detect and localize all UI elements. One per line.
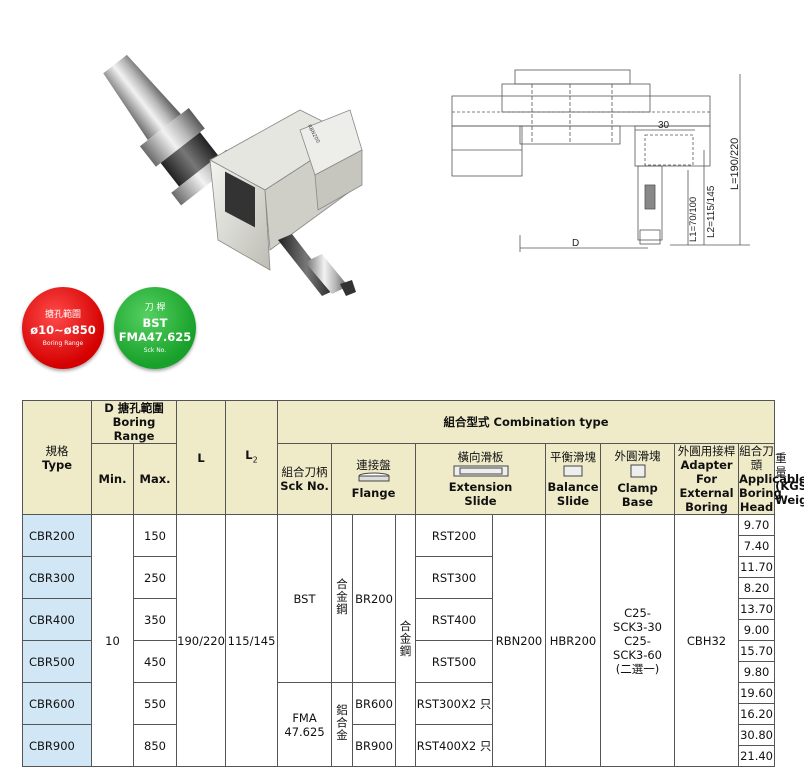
weight-cell: 9.00 bbox=[738, 619, 776, 641]
head-cell: CBH32 bbox=[674, 514, 740, 767]
weight-cell: 30.80 bbox=[738, 724, 776, 746]
boring-range-badge: 搪孔範圍 ø10~ø850 Boring Range bbox=[22, 287, 104, 369]
header-min: Min. bbox=[91, 443, 134, 515]
sck-fma-material: 鋁合金 bbox=[331, 682, 354, 767]
weight-cell: 16.20 bbox=[738, 703, 776, 725]
extension-slide-icon bbox=[453, 465, 509, 477]
type-cell: CBR200 bbox=[22, 514, 92, 557]
dim-l: L=190/220 bbox=[729, 138, 741, 190]
flange-icon bbox=[358, 472, 390, 482]
max-cell: 350 bbox=[132, 598, 178, 641]
ext-cell: RST200 bbox=[415, 514, 494, 557]
header-flange: 連接盤 Flange bbox=[331, 443, 417, 515]
badge-sck-main1: BST bbox=[142, 315, 168, 330]
taper-shank bbox=[103, 54, 237, 206]
dim-d: D bbox=[572, 238, 579, 249]
flange-br200-cell: BR200 bbox=[352, 514, 397, 683]
type-cell: CBR600 bbox=[22, 682, 92, 725]
adapter-cell: C25-SCK3-30 C25-SCK3-60 (二選一) bbox=[600, 514, 676, 767]
max-cell: 450 bbox=[132, 640, 178, 683]
sck-bst-cell: BST bbox=[277, 514, 333, 683]
header-l2: L2 bbox=[225, 400, 279, 515]
type-cell: CBR900 bbox=[22, 724, 92, 767]
header-max: Max. bbox=[132, 443, 178, 515]
badge-range-top: 搪孔範圍 bbox=[44, 309, 81, 320]
max-cell: 850 bbox=[132, 724, 178, 767]
table-row: 16.20 bbox=[23, 703, 776, 725]
weight-cell: 8.20 bbox=[738, 577, 776, 599]
ext-cell: RST300 bbox=[415, 556, 494, 599]
balance-cell: RBN200 bbox=[492, 514, 547, 767]
table-row: CBR300 250 RST300 11.70 bbox=[22, 556, 776, 599]
max-cell: 550 bbox=[132, 682, 178, 725]
ext-cell: RST400X2 只 bbox=[415, 724, 494, 767]
type-cell: CBR500 bbox=[22, 640, 92, 683]
weight-cell: 9.80 bbox=[738, 661, 776, 683]
min-cell: 10 bbox=[91, 514, 134, 767]
weight-cell: 15.70 bbox=[738, 640, 776, 662]
weight-cell: 21.40 bbox=[738, 745, 776, 767]
balance-slide-icon bbox=[563, 465, 583, 477]
flange-br600-cell: BR600 bbox=[352, 682, 397, 725]
type-cell: CBR400 bbox=[22, 598, 92, 641]
boring-head-body: RBN200 bbox=[209, 109, 363, 271]
flange-br900-cell: BR900 bbox=[352, 724, 397, 767]
ext-cell: RST400 bbox=[415, 598, 494, 641]
dim-30: 30 bbox=[658, 120, 670, 131]
clamp-cell: HBR200 bbox=[545, 514, 602, 767]
technical-drawing: D 30 L1=70/100 L2=115/145 L=190/220 bbox=[451, 69, 750, 252]
table-row: CBR900 850 BR900 RST400X2 只 30.80 bbox=[22, 724, 776, 767]
badge-range-bottom: Boring Range bbox=[42, 339, 84, 347]
ext-cell: RST500 bbox=[415, 640, 494, 683]
type-cell: CBR300 bbox=[22, 556, 92, 599]
sck-number-badge: 刀 桿 BST FMA47.625 Sck No. bbox=[114, 287, 196, 369]
weight-cell: 9.70 bbox=[738, 514, 776, 536]
l2-cell: 115/145 bbox=[225, 514, 279, 767]
dim-l2: L2=115/145 bbox=[706, 185, 717, 238]
max-cell: 250 bbox=[132, 556, 178, 599]
header-combination: 組合型式 Combination type bbox=[277, 400, 776, 444]
table-row: 9.00 bbox=[23, 619, 776, 641]
badge-sck-main2: FMA47.625 bbox=[118, 329, 192, 344]
header-l: L bbox=[176, 400, 227, 515]
table-row: CBR500 450 RST500 15.70 bbox=[22, 640, 776, 683]
weight-cell: 11.70 bbox=[738, 556, 776, 578]
clamp-base-icon bbox=[630, 464, 646, 478]
weight-cell: 7.40 bbox=[738, 535, 776, 557]
table-row: 7.40 bbox=[23, 535, 776, 557]
weight-cell: 13.70 bbox=[738, 598, 776, 620]
weight-cell: 19.60 bbox=[738, 682, 776, 704]
l-cell: 190/220 bbox=[176, 514, 227, 767]
max-cell: 150 bbox=[132, 514, 178, 557]
ext-material: 合金鋼 bbox=[395, 514, 417, 767]
badge-sck-top: 刀 桿 bbox=[144, 302, 166, 313]
table-row: CBR200 10 150 190/220 115/145 BST 合金鋼 BR… bbox=[22, 514, 776, 767]
boring-bar bbox=[278, 234, 356, 296]
product-photo: RBN200 bbox=[103, 54, 363, 296]
table-row: 8.20 bbox=[23, 577, 776, 599]
badge-sck-bottom: Sck No. bbox=[143, 346, 167, 354]
dim-l1: L1=70/100 bbox=[688, 197, 699, 242]
ext-cell: RST300X2 只 bbox=[415, 682, 494, 725]
sck-bst-material: 合金鋼 bbox=[331, 514, 354, 683]
badge-range-main: ø10~ø850 bbox=[30, 322, 96, 337]
table-row: 9.80 bbox=[23, 661, 776, 683]
